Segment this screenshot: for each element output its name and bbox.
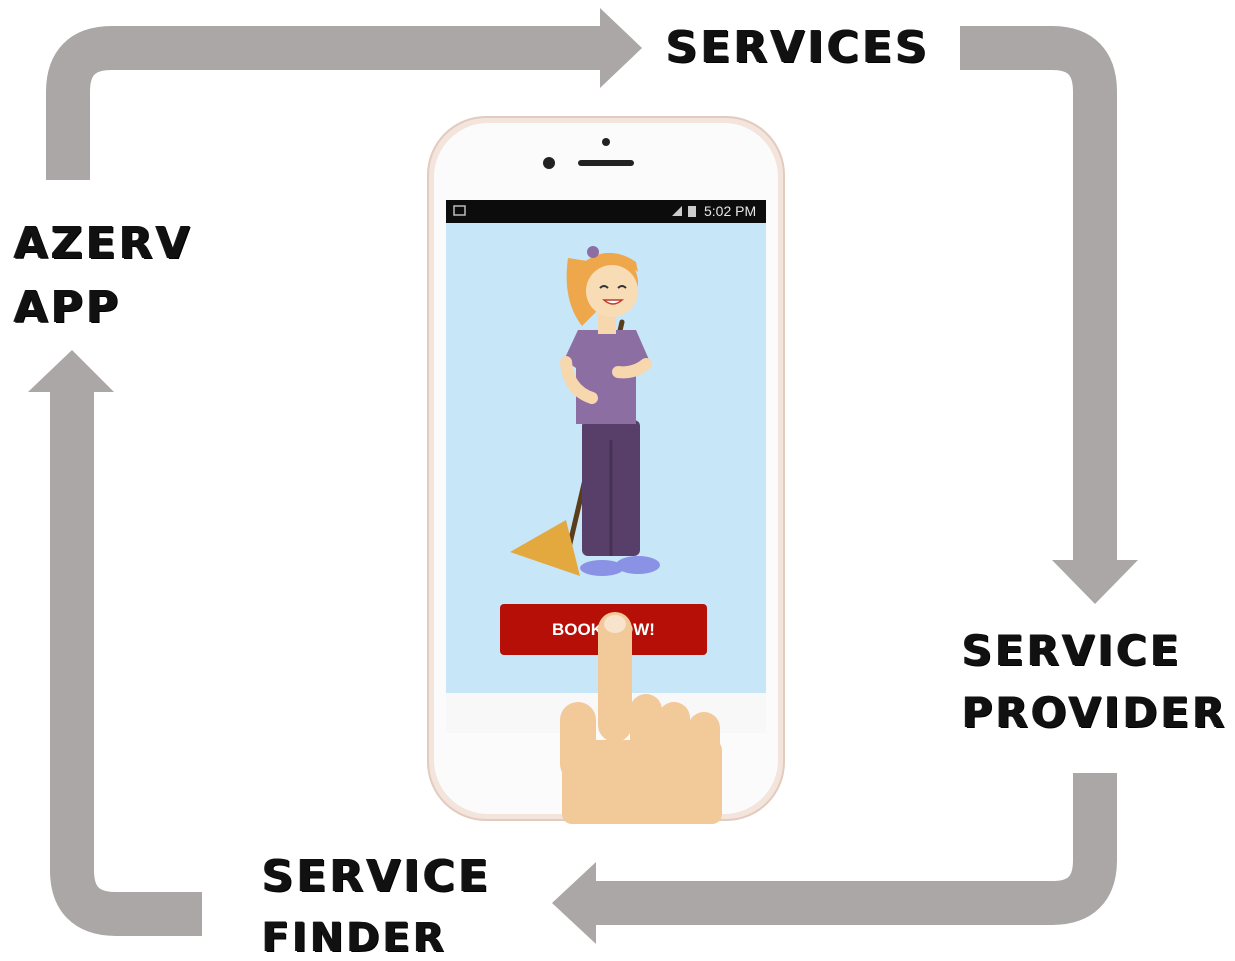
smile <box>602 299 624 305</box>
battery-icon <box>688 206 696 217</box>
neck <box>598 312 616 334</box>
arrow-app-to-services <box>46 8 642 180</box>
hair-tie <box>587 246 599 258</box>
node-service-finder-line2: FINDER <box>262 915 448 961</box>
arrow-down-icon <box>1052 560 1138 604</box>
cleaner-with-broom-illustration <box>510 246 660 576</box>
right-slipper <box>616 556 660 574</box>
arrow-right-icon <box>600 8 642 88</box>
front-sensor <box>602 138 610 146</box>
earpiece-speaker <box>578 160 634 166</box>
node-service-provider-line1: SERVICE <box>962 626 1182 675</box>
bottom-bar <box>446 693 766 733</box>
book-now-button[interactable]: BOOK NOW! <box>500 604 707 655</box>
arrow-up-icon <box>28 350 114 392</box>
face <box>586 265 638 317</box>
node-azerv-app-line1: AZERV <box>14 218 193 269</box>
node-service-provider-line2: PROVIDER <box>962 688 1228 737</box>
signal-icon <box>672 206 682 216</box>
right-arm <box>612 358 652 379</box>
node-services: SERVICES <box>666 22 931 73</box>
node-azerv-app-line2: APP <box>14 282 122 333</box>
front-camera <box>543 157 555 169</box>
arrow-finder-to-app <box>28 350 202 936</box>
arrow-left-icon <box>552 862 596 944</box>
gallery-icon <box>453 205 466 216</box>
left-arm <box>560 356 598 404</box>
arrow-provider-to-finder <box>552 773 1117 944</box>
arrow-services-to-provider <box>960 26 1138 604</box>
left-slipper <box>580 560 624 576</box>
node-service-finder-line1: SERVICE <box>262 851 492 902</box>
status-time: 5:02 PM <box>704 203 757 219</box>
status-bar <box>446 200 766 223</box>
broom-head <box>510 520 580 576</box>
